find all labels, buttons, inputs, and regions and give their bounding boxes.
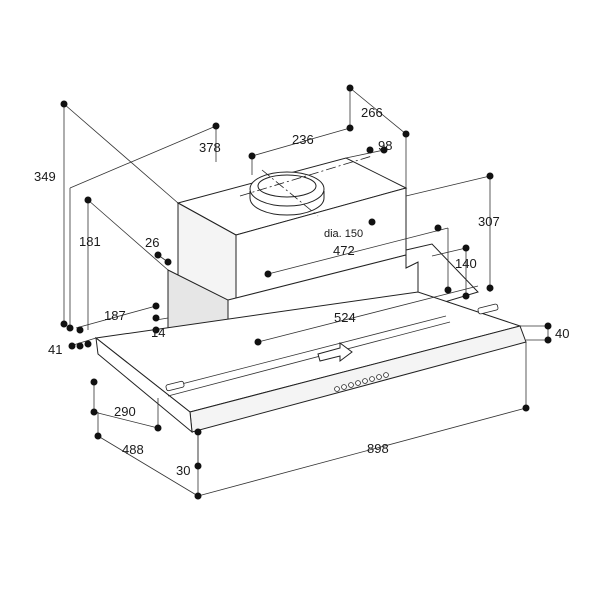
duct-axis-line — [239, 155, 373, 197]
control-button — [334, 386, 340, 392]
dimension-labels: 349 378 236 266 98 181 26 dia. 150 472 3… — [34, 105, 569, 478]
duct-axis-line-2 — [261, 169, 319, 217]
control-button — [348, 382, 354, 388]
dim-30-label: 30 — [176, 463, 190, 478]
airflow-arrow-icon — [317, 342, 353, 362]
visor-edge — [165, 315, 447, 389]
dim-266-label: 266 — [361, 105, 383, 120]
dim-472-label: 472 — [333, 243, 355, 258]
dim-41-label: 41 — [48, 342, 62, 357]
duct-rim — [249, 191, 325, 216]
control-button — [383, 372, 389, 378]
duct-inner — [257, 174, 317, 198]
dimension-dots — [60, 84, 552, 500]
right-handle — [477, 303, 499, 315]
dim-488-label: 488 — [122, 442, 144, 457]
control-button — [341, 384, 347, 390]
dim-187-label: 187 — [104, 308, 126, 323]
control-button — [376, 374, 382, 380]
left-handle — [165, 380, 185, 392]
duct-diameter-label: dia. 150 — [324, 228, 363, 240]
dim-307-label: 307 — [478, 214, 500, 229]
dim-40-label: 40 — [555, 326, 569, 341]
control-buttons — [334, 372, 389, 392]
dim-181-label: 181 — [79, 234, 101, 249]
control-button — [355, 380, 361, 386]
dim-898-label: 898 — [367, 441, 389, 456]
control-button — [362, 378, 368, 384]
control-button — [369, 376, 375, 382]
dim-349-label: 349 — [34, 169, 56, 184]
dim-524-label: 524 — [334, 310, 356, 325]
dimension-lines — [63, 87, 549, 497]
visor-edge-2 — [167, 321, 451, 397]
dim-378-label: 378 — [199, 140, 221, 155]
base-plate-left — [95, 336, 193, 434]
dim-26-label: 26 — [145, 235, 159, 250]
dim-98-label: 98 — [378, 138, 392, 153]
dim-14-label: 14 — [151, 325, 165, 340]
exhaust-duct — [249, 171, 325, 216]
dim-236-label: 236 — [292, 132, 314, 147]
hood-body — [94, 155, 527, 434]
dim-140-label: 140 — [455, 256, 477, 271]
dim-290-label: 290 — [114, 404, 136, 419]
